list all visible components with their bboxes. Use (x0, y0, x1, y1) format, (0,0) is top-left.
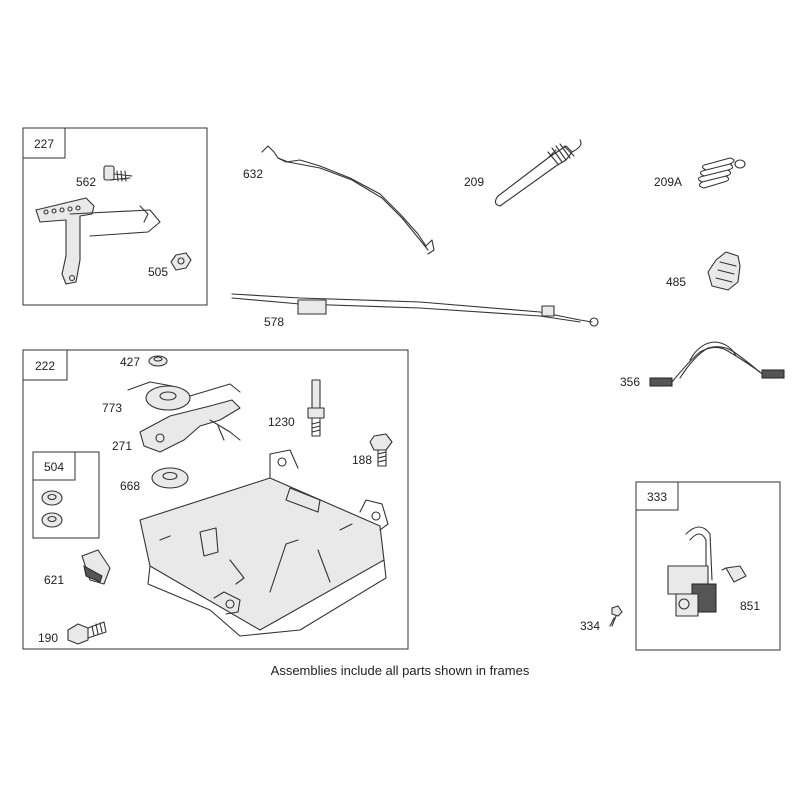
part-label-562: 562 (76, 175, 96, 189)
part-label-851: 851 (740, 599, 760, 613)
connector-851-drawing (721, 565, 747, 583)
part-label-578: 578 (264, 315, 284, 329)
assembly-frame-227: 227 562 505 (22, 127, 208, 306)
part-label-427: 427 (120, 355, 140, 369)
clip-621-drawing (81, 549, 111, 585)
frame-label-333: 333 (647, 490, 667, 504)
bolt-188-drawing (369, 433, 393, 467)
assembly-frame-504: 504 (32, 451, 100, 539)
part-label-1230: 1230 (268, 415, 295, 429)
bolt-190-drawing (67, 621, 107, 645)
part-label-485: 485 (666, 275, 686, 289)
diagram-caption: Assemblies include all parts shown in fr… (270, 663, 530, 678)
part-label-632: 632 (243, 167, 263, 181)
nut-505-drawing (170, 252, 192, 271)
frame-label-222: 222 (35, 359, 55, 373)
frame-label-504: 504 (44, 460, 64, 474)
cable-578-drawing (231, 293, 599, 327)
bolt-562-drawing (103, 165, 133, 182)
switch-333-drawing (667, 526, 717, 617)
part-label-668: 668 (120, 479, 140, 493)
frame-label-227: 227 (34, 137, 54, 151)
wire-356-drawing (649, 341, 785, 387)
washer-668-drawing (151, 467, 189, 489)
nut-427-drawing (148, 355, 168, 367)
screw-334-drawing (609, 605, 623, 627)
speed-lever-drawing (35, 197, 161, 285)
part-label-188: 188 (352, 453, 372, 467)
lever-271-drawing (139, 399, 241, 453)
spring-209A-drawing (697, 157, 746, 189)
part-label-271: 271 (112, 439, 132, 453)
part-label-209: 209 (464, 175, 484, 189)
stud-1230-drawing (307, 379, 325, 437)
governor-spring-632-drawing (261, 145, 435, 255)
control-base-plate-drawing (139, 449, 389, 637)
spring-209-drawing (494, 139, 582, 207)
knob-485-drawing (707, 251, 741, 291)
part-label-356: 356 (620, 375, 640, 389)
part-label-621: 621 (44, 573, 64, 587)
part-label-773: 773 (102, 401, 122, 415)
assembly-frame-222: 222 427 773 271 668 (22, 349, 409, 650)
part-label-190: 190 (38, 631, 58, 645)
part-label-334: 334 (580, 619, 600, 633)
part-label-209A: 209A (654, 175, 682, 189)
part-label-505: 505 (148, 265, 168, 279)
assembly-frame-333: 333 851 (635, 481, 781, 651)
washer-773-drawing (127, 381, 241, 411)
